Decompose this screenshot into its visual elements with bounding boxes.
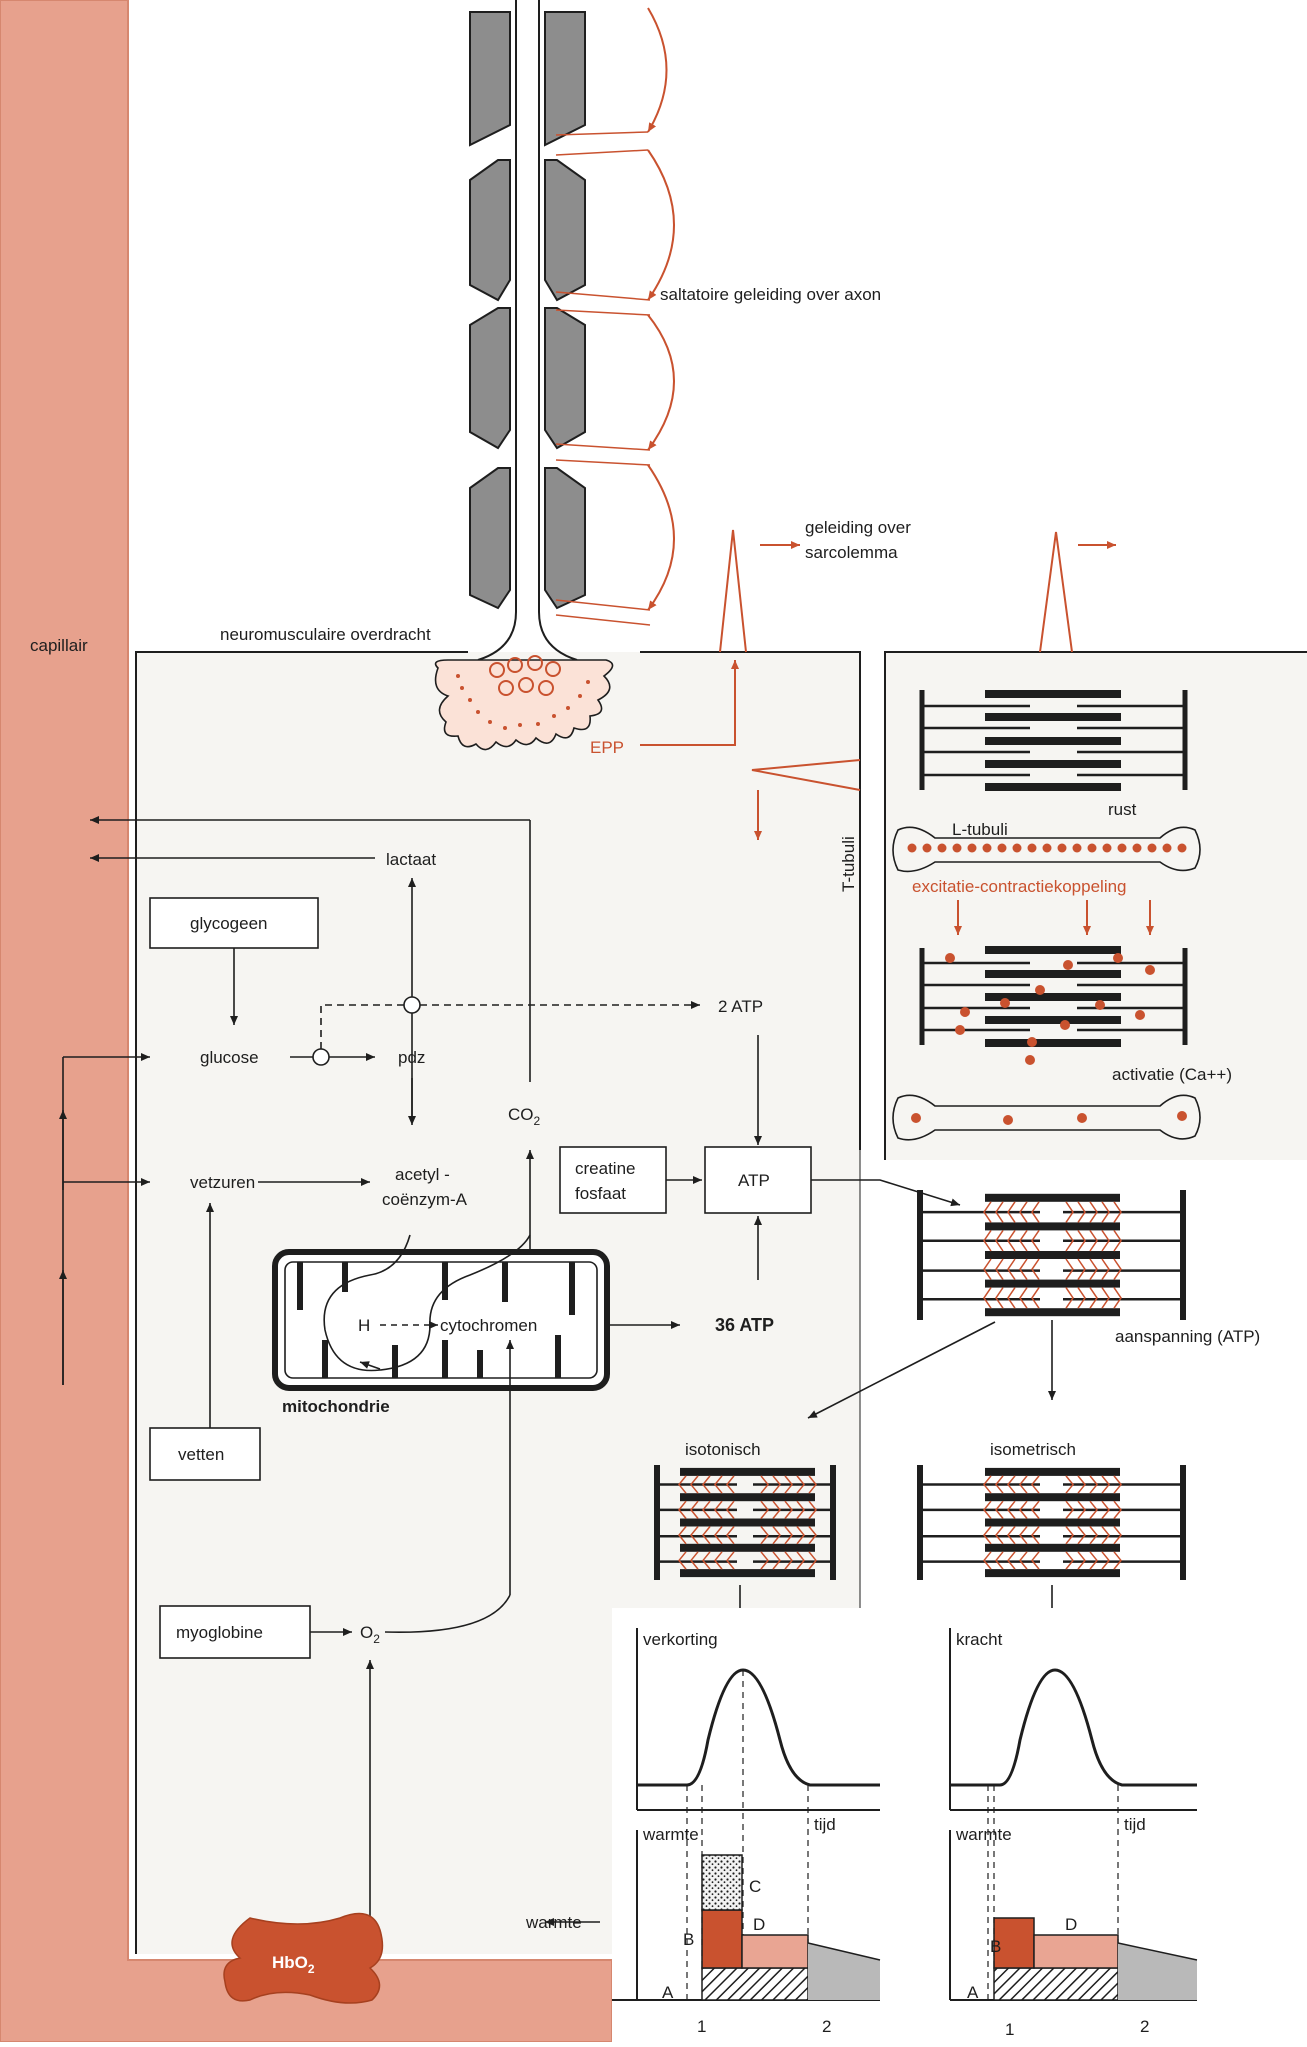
graph-right-heat: warmte [955, 1825, 1012, 1844]
capillary-label: capillair [30, 636, 88, 655]
acetyl-label-1: acetyl - [395, 1165, 450, 1184]
o2-main: O [360, 1623, 373, 1642]
sarcomere-tension [920, 1190, 1183, 1320]
calcium-dot [938, 844, 947, 853]
calcium-dot [923, 844, 932, 853]
hbo2-sub: 2 [308, 1962, 315, 1976]
myoglobin-label: myoglobine [176, 1623, 263, 1642]
epp-label: EPP [590, 738, 624, 757]
calcium-dot [1088, 844, 1097, 853]
graph-right-letter-b: B [990, 1937, 1001, 1956]
myelin-segment [545, 308, 585, 448]
graph-left-letter-b: B [683, 1930, 694, 1949]
atp2-label: 2 ATP [718, 997, 763, 1016]
calcium-dot [1043, 844, 1052, 853]
neuromuscular-label: neuromusculaire overdracht [220, 625, 431, 644]
calcium-dot [1133, 844, 1142, 853]
graph-isometric [890, 1608, 1197, 2042]
co2-sub: 2 [534, 1114, 541, 1128]
acetyl-label-2: coënzym-A [382, 1190, 468, 1209]
graph-right-letter-d: D [1065, 1915, 1077, 1934]
calcium-dot [953, 844, 962, 853]
tension-label: aanspanning (ATP) [1115, 1327, 1260, 1346]
myelin-segment [545, 12, 585, 145]
myelin-segment [545, 160, 585, 300]
graph-left-tick-2: 2 [822, 2017, 831, 2036]
calcium-dot [983, 844, 992, 853]
axon [436, 0, 613, 750]
myelin-segment [545, 468, 585, 608]
graph-left-heat: warmte [642, 1825, 699, 1844]
calcium-dot [1178, 844, 1187, 853]
calcium-dot [1028, 844, 1037, 853]
myelin-segment [470, 308, 510, 448]
calcium-dot [1163, 844, 1172, 853]
graph-left-ylabel: verkorting [643, 1630, 718, 1649]
graph-right-letter-a: A [967, 1983, 979, 2002]
calcium-dot [908, 844, 917, 853]
graph-left-letter-d: D [753, 1915, 765, 1934]
graph-right-tick-2: 2 [1140, 2017, 1149, 2036]
calcium-dot [1118, 844, 1127, 853]
pdz-label: pdz [398, 1048, 425, 1067]
activation-label: activatie (Ca++) [1112, 1065, 1232, 1084]
fats-label: vetten [178, 1445, 224, 1464]
myelin-segment [470, 12, 510, 145]
graph-right-tick-1: 1 [1005, 2020, 1014, 2039]
atp36-label: 36 ATP [715, 1315, 774, 1335]
o2-sub: 2 [373, 1632, 380, 1646]
cytochrome-label: cytochromen [440, 1316, 537, 1335]
calcium-dot [1013, 844, 1022, 853]
hbo2-main: HbO [272, 1953, 308, 1972]
saltatory-label: saltatoire geleiding over axon [660, 285, 881, 304]
glycogen-label: glycogeen [190, 914, 268, 933]
co2-main: CO [508, 1105, 534, 1124]
h-label: H [358, 1316, 370, 1335]
sarcolemma-label-1: geleiding over [805, 518, 911, 537]
calcium-dot [968, 844, 977, 853]
fatty-acids-label: vetzuren [190, 1173, 255, 1192]
atp-label: ATP [738, 1171, 770, 1190]
calcium-dot [1058, 844, 1067, 853]
mitochondrion [275, 1235, 607, 1388]
l-tubuli-label: L-tubuli [952, 820, 1008, 839]
creatine-box [560, 1147, 666, 1213]
creatine-label-1: creatine [575, 1159, 635, 1178]
excitation-label: excitatie-contractiekoppeling [912, 877, 1127, 896]
t-tubuli-label: T-tubuli [839, 836, 858, 892]
glucose-label: glucose [200, 1048, 259, 1067]
graph-left-tick-1: 1 [697, 2017, 706, 2036]
myelin-segment [470, 160, 510, 300]
graph-left-letter-c: C [749, 1877, 761, 1896]
graph-right-xlabel: tijd [1124, 1815, 1146, 1834]
isometric-label: isometrisch [990, 1440, 1076, 1459]
rest-label: rust [1108, 800, 1137, 819]
creatine-label-2: fosfaat [575, 1184, 626, 1203]
isotonic-label: isotonisch [685, 1440, 761, 1459]
graph-left-letter-a: A [662, 1983, 674, 2002]
graph-right-ylabel: kracht [956, 1630, 1003, 1649]
lactate-label: lactaat [386, 850, 436, 869]
mitochondria-label: mitochondrie [282, 1397, 390, 1416]
calcium-dot [1103, 844, 1112, 853]
calcium-dot [1148, 844, 1157, 853]
calcium-dot [998, 844, 1007, 853]
calcium-dot [1073, 844, 1082, 853]
sarcolemma-label-2: sarcolemma [805, 543, 898, 562]
myelin-segment [470, 468, 510, 608]
graph-left-xlabel: tijd [814, 1815, 836, 1834]
sarcomere-isometric [920, 1465, 1183, 1580]
heat-out-label: warmte [525, 1913, 582, 1932]
